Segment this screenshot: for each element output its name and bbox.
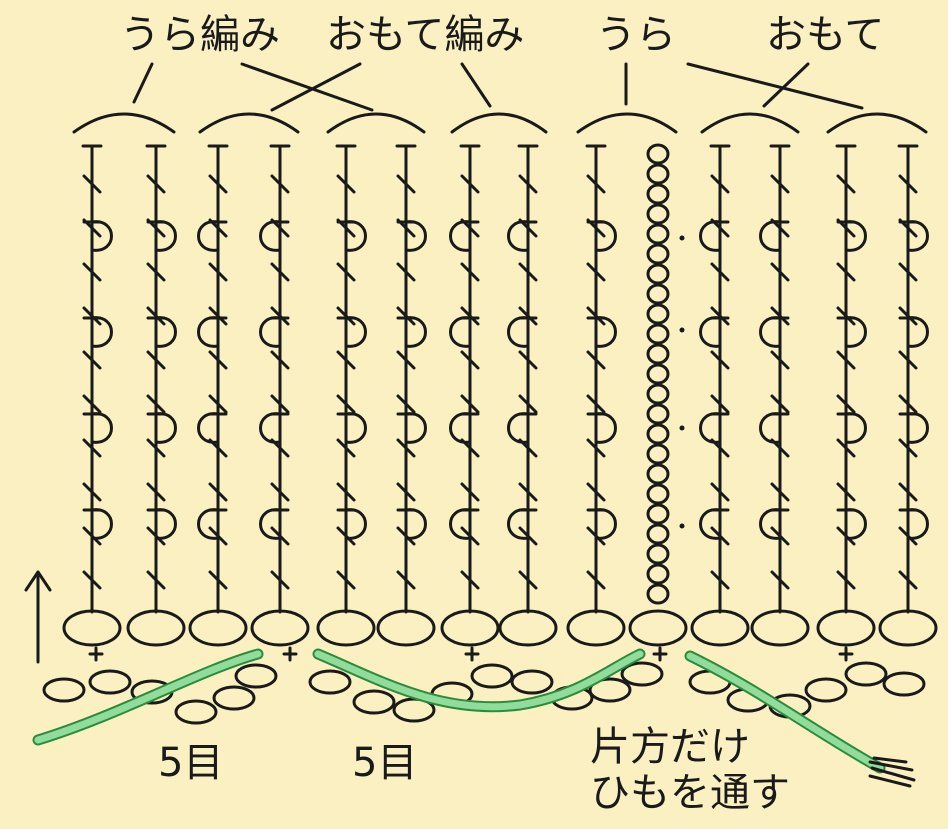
column-arc — [700, 112, 800, 134]
chain-loop — [212, 685, 256, 711]
stitch-column — [646, 143, 685, 605]
label-purl-stitch: うら編み — [120, 12, 280, 58]
foundation-oval — [250, 609, 310, 647]
chain-loop — [844, 661, 888, 687]
stitch-column — [449, 144, 481, 614]
stitch-column — [699, 144, 731, 614]
foundation-oval — [62, 609, 122, 647]
label-five-stitches-b: 5目 — [352, 740, 417, 786]
stitch-column — [507, 144, 539, 614]
column-arc — [450, 112, 548, 134]
leader-knit-2 — [460, 62, 492, 108]
label-five-stitches-a: 5目 — [158, 740, 223, 786]
stitch-column — [835, 144, 867, 614]
stitch-column — [759, 144, 791, 614]
foundation-oval — [376, 609, 436, 647]
foundation-oval — [188, 609, 248, 647]
leader-knit-1 — [270, 62, 362, 112]
chain-loop — [804, 677, 848, 703]
label-note-line2: ひもを通す — [590, 770, 790, 816]
column-arc — [576, 112, 678, 134]
leader-lines — [132, 62, 864, 112]
stitch-column — [585, 144, 617, 614]
up-arrow-icon — [24, 570, 52, 664]
label-knit-stitch: おもて編み — [326, 12, 524, 58]
foundation-oval — [498, 609, 558, 647]
column-arcs — [72, 112, 928, 134]
plus-mark — [838, 646, 854, 662]
chain-loop — [588, 677, 632, 703]
plus-mark — [88, 646, 104, 662]
foundation-oval — [316, 609, 376, 647]
foundation-oval — [440, 609, 500, 647]
stitch-column — [335, 144, 367, 614]
column-arc — [326, 112, 426, 134]
chain-loop — [352, 689, 396, 715]
foundation-oval — [878, 609, 938, 647]
foundation-oval — [816, 609, 876, 647]
stitch-column — [897, 144, 929, 614]
plus-mark — [464, 646, 480, 662]
chain-loop — [308, 669, 352, 695]
stitch-column — [81, 144, 113, 614]
chain-loop — [174, 699, 218, 725]
foundation-oval — [628, 609, 688, 647]
leader-purl-2 — [240, 62, 374, 112]
foundation-oval — [690, 609, 750, 647]
column-arc — [198, 112, 300, 134]
foundation-oval — [566, 609, 626, 647]
column-arc — [72, 112, 176, 134]
foundation-row — [62, 609, 938, 647]
drawstring-fill — [34, 650, 884, 772]
leader-knit-3 — [762, 62, 810, 108]
plus-marks — [88, 646, 854, 662]
foundation-oval — [126, 609, 186, 647]
chain-loop — [88, 669, 132, 695]
stitch-column — [259, 144, 291, 614]
stitch-column — [197, 144, 229, 614]
stitch-column — [395, 144, 427, 614]
foundation-oval — [750, 609, 810, 647]
chain-loop — [882, 671, 926, 697]
chain-loop — [42, 677, 86, 703]
stitch-column — [145, 144, 177, 614]
leader-purl-4 — [686, 62, 864, 110]
column-arc — [826, 112, 928, 134]
label-note-line1: 片方だけ — [590, 724, 750, 770]
plus-mark — [282, 646, 298, 662]
chain-loop — [620, 661, 664, 687]
leader-purl-1 — [132, 62, 154, 104]
chain-loop — [234, 663, 278, 689]
drawstring — [32, 648, 916, 788]
drawstring-tassel — [868, 756, 916, 788]
plus-mark — [652, 646, 668, 662]
chain-loop — [510, 669, 554, 695]
label-purl: うら — [596, 12, 676, 58]
chain-loop — [470, 663, 514, 689]
stitch-columns — [81, 143, 929, 614]
label-knit: おもて — [766, 12, 884, 58]
